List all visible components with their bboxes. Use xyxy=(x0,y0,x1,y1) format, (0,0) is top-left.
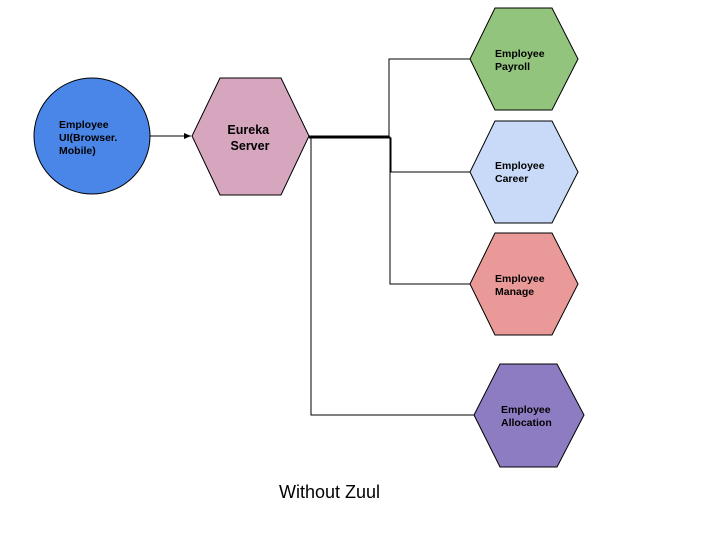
node-employee-career: Employee Career xyxy=(469,120,579,224)
allocation-label-line-2: Allocation xyxy=(501,417,552,429)
allocation-label-line-1: Employee xyxy=(501,404,551,416)
eureka-label-line-1: Eureka xyxy=(227,123,270,137)
edge-eureka-to-payroll xyxy=(309,58,470,137)
edge-eureka-to-allocation xyxy=(310,137,474,416)
svg-text:Eureka Server: Eureka Server xyxy=(227,123,272,153)
career-label-line-2: Career xyxy=(495,173,528,185)
diagram-caption: Without Zuul xyxy=(279,482,380,502)
node-employee-allocation: Employee Allocation xyxy=(473,363,585,468)
edge-eureka-to-manage xyxy=(309,136,470,285)
career-hexagon-shape xyxy=(469,120,579,224)
manage-label-line-1: Employee xyxy=(495,273,545,285)
client-label-line-2: UI(Browser. xyxy=(59,132,117,144)
svg-text:Employee UI(Browser.: Employee UI(Browser. Mobile) xyxy=(59,119,120,157)
manage-label-line-2: Manage xyxy=(495,286,534,298)
allocation-hexagon-shape xyxy=(473,363,585,468)
svg-text:Employee Manage: Employee Manage xyxy=(495,273,548,298)
payroll-label-line-2: Payroll xyxy=(495,61,530,73)
client-label-line-1: Employee xyxy=(59,119,109,131)
svg-text:Employee Payroll: Employee Payroll xyxy=(495,48,548,73)
client-circle-shape xyxy=(33,77,151,195)
svg-text:Employee Allocation: Employee Allocation xyxy=(501,404,554,429)
node-employee-manage: Employee Manage xyxy=(469,232,579,336)
manage-hexagon-shape xyxy=(469,232,579,336)
node-eureka-server: Eureka Server xyxy=(191,77,310,196)
eureka-label-line-2: Server xyxy=(231,139,270,153)
node-client: Employee UI(Browser. Mobile) xyxy=(33,77,151,195)
payroll-hexagon-shape xyxy=(469,7,579,111)
career-label-line-1: Employee xyxy=(495,160,545,172)
edge-eureka-to-career xyxy=(309,137,470,173)
svg-text:Employee Career: Employee Career xyxy=(495,160,548,185)
payroll-label-line-1: Employee xyxy=(495,48,545,60)
client-label-line-3: Mobile) xyxy=(59,145,96,157)
node-employee-payroll: Employee Payroll xyxy=(469,7,579,111)
connectors xyxy=(150,58,474,416)
eureka-hexagon-shape xyxy=(191,77,310,196)
